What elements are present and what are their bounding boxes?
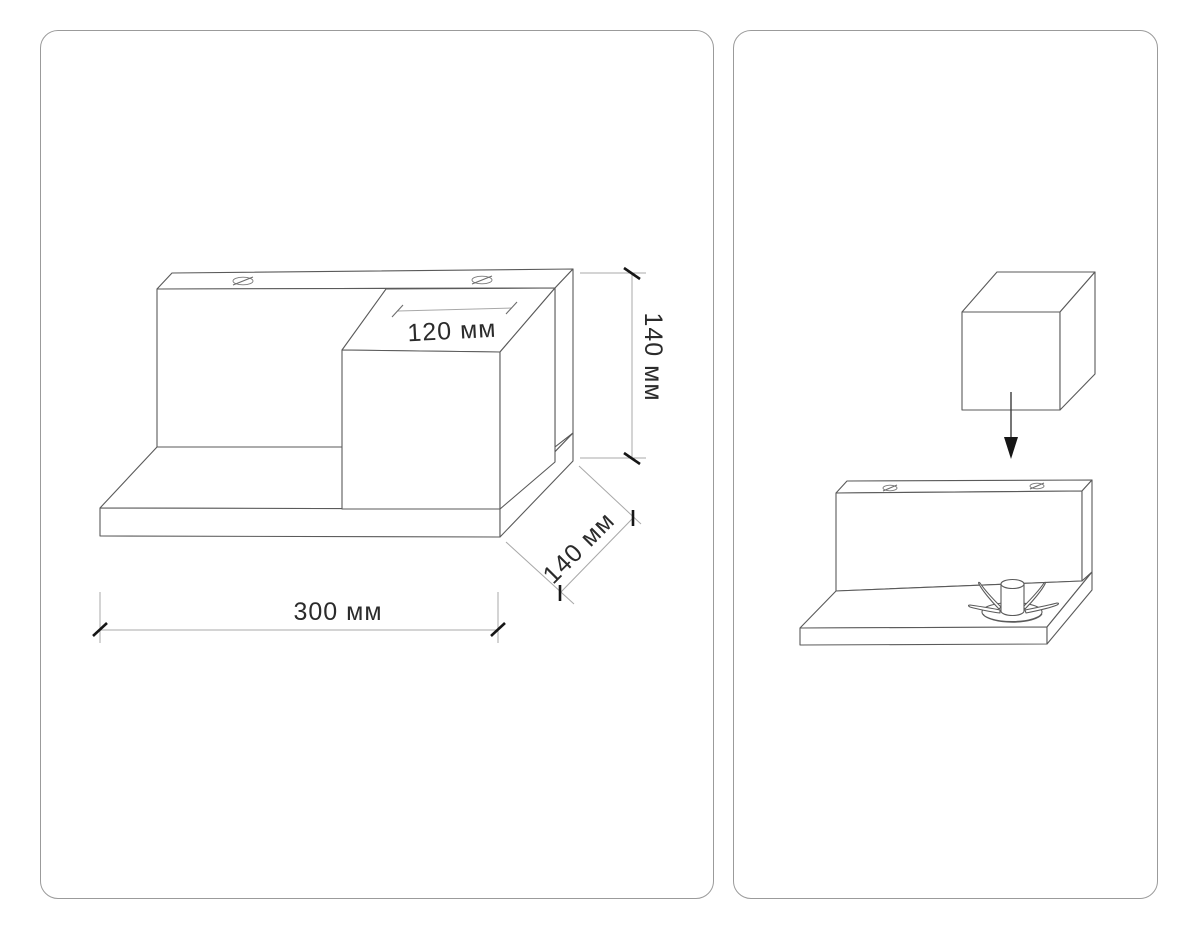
dimensions-drawing: 120 мм 140 мм 140 мм	[91, 266, 667, 643]
head-width-label: 120 мм	[406, 314, 496, 347]
lamp-head-cube	[340, 286, 556, 510]
width-label: 300 мм	[293, 598, 382, 626]
screw-icon	[232, 275, 253, 286]
screw-icon	[1029, 481, 1044, 490]
lamp-back-plate	[834, 478, 1093, 592]
height-label: 140 мм	[639, 312, 667, 401]
assembly-panel	[733, 30, 1158, 899]
screw-icon	[471, 274, 492, 285]
dimensions-panel: 120 мм 140 мм 140 мм	[40, 30, 714, 899]
lamp-shade-cube	[960, 270, 1096, 411]
lamp-socket-icon	[967, 578, 1059, 623]
dimension-width: 300 мм	[91, 591, 506, 643]
dimension-height: 140 мм	[579, 266, 667, 465]
arrow-down-icon	[1003, 391, 1018, 459]
screw-icon	[882, 483, 897, 492]
assembly-drawing	[798, 270, 1096, 646]
dimension-head-width: 120 мм	[391, 301, 517, 347]
depth-label: 140 мм	[537, 506, 620, 589]
